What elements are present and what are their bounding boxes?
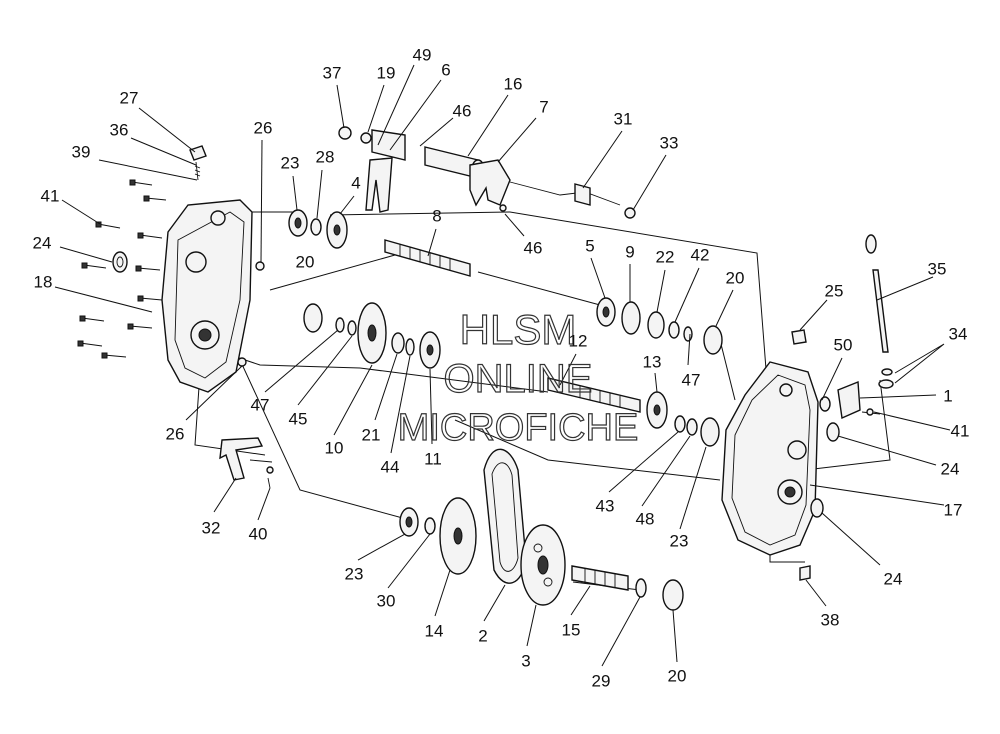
watermark-line-3: MICROFICHE: [398, 407, 639, 449]
callout-7: 7: [539, 98, 548, 117]
left-bolts: [77, 179, 167, 359]
callout-21: 21: [362, 426, 381, 445]
shaft-8: [384, 239, 471, 277]
callout-43: 43: [596, 497, 615, 516]
callout-9: 9: [625, 243, 634, 262]
callout-40: 40: [249, 525, 268, 544]
callout-2: 2: [478, 627, 487, 646]
watermark: HLSM ONLINE MICROFICHE: [397, 305, 639, 449]
callout-50: 50: [834, 336, 853, 355]
callout-15: 15: [562, 621, 581, 640]
chain: [483, 448, 527, 584]
callout-36: 36: [110, 121, 129, 140]
callout-24-left: 24: [33, 234, 52, 253]
callout-29: 29: [592, 672, 611, 691]
bottom-shaft: [571, 565, 684, 611]
callout-44: 44: [381, 458, 400, 477]
callout-27: 27: [120, 89, 139, 108]
callout-23-top: 23: [281, 154, 300, 173]
callout-45: 45: [289, 410, 308, 429]
pin-26-lower: [237, 357, 247, 367]
right-housing: [721, 361, 819, 556]
callout-38: 38: [821, 611, 840, 630]
callout-14: 14: [425, 622, 444, 641]
callout-3: 3: [521, 652, 530, 671]
shaft-12: [547, 377, 720, 447]
drain-plug: [189, 145, 207, 181]
right-small-parts: [791, 329, 881, 581]
callout-46-top: 46: [453, 102, 472, 121]
callout-34: 34: [949, 325, 968, 344]
callout-47-right: 47: [682, 371, 701, 390]
callout-35: 35: [928, 260, 947, 279]
callout-26-bottom: 26: [166, 425, 185, 444]
callout-4: 4: [351, 174, 360, 193]
callout-24-right-lower: 24: [884, 570, 903, 589]
upper-bearing-group: [288, 209, 348, 249]
callout-20-left: 20: [296, 253, 315, 272]
callout-32: 32: [202, 519, 221, 538]
callout-47-left: 47: [251, 396, 270, 415]
watermark-line-2: ONLINE: [444, 357, 593, 401]
callout-33: 33: [660, 134, 679, 153]
callout-18: 18: [34, 273, 53, 292]
bearing-20-left: [303, 303, 323, 333]
callout-46-bottom: 46: [524, 239, 543, 258]
callout-41-left: 41: [41, 187, 60, 206]
callout-19: 19: [377, 64, 396, 83]
callout-24-right-upper: 24: [941, 460, 960, 479]
shift-fork-assembly: [338, 126, 636, 219]
callout-13: 13: [643, 353, 662, 372]
callout-26-top: 26: [254, 119, 273, 138]
center-gear-group: [335, 302, 441, 369]
callout-48: 48: [636, 510, 655, 529]
callout-labels: 27 36 39 41 24 18 26 26 37 19 49 6 46 16…: [33, 46, 970, 691]
callout-41-right: 41: [951, 422, 970, 441]
callout-8: 8: [432, 207, 441, 226]
callout-16: 16: [504, 75, 523, 94]
left-housing: [161, 199, 253, 393]
seal-left: [112, 251, 128, 273]
callout-25: 25: [825, 282, 844, 301]
shift-lever: [219, 437, 274, 489]
callout-49: 49: [413, 46, 432, 65]
callout-42: 42: [691, 246, 710, 265]
callout-23-right: 23: [670, 532, 689, 551]
callout-20-bottom: 20: [668, 667, 687, 686]
callout-37: 37: [323, 64, 342, 83]
callout-20-right: 20: [726, 269, 745, 288]
callout-17: 17: [944, 501, 963, 520]
watermark-line-1: HLSM: [460, 306, 577, 353]
callout-31: 31: [614, 110, 633, 129]
callout-39: 39: [72, 143, 91, 162]
callout-22: 22: [656, 248, 675, 267]
dipstick: [865, 234, 894, 389]
callout-10: 10: [325, 439, 344, 458]
callout-5: 5: [585, 237, 594, 256]
right-gear-stack: [596, 297, 723, 355]
bottom-left-group: [399, 497, 477, 575]
callout-30: 30: [377, 592, 396, 611]
callout-28: 28: [316, 148, 335, 167]
gear-3: [520, 524, 566, 606]
callout-6: 6: [441, 61, 450, 80]
callout-1: 1: [943, 387, 952, 406]
callout-23-bottom: 23: [345, 565, 364, 584]
pin-26: [255, 261, 265, 271]
leader-lines: [54, 64, 951, 667]
callout-11: 11: [424, 450, 442, 469]
callout-12: 12: [569, 332, 588, 351]
